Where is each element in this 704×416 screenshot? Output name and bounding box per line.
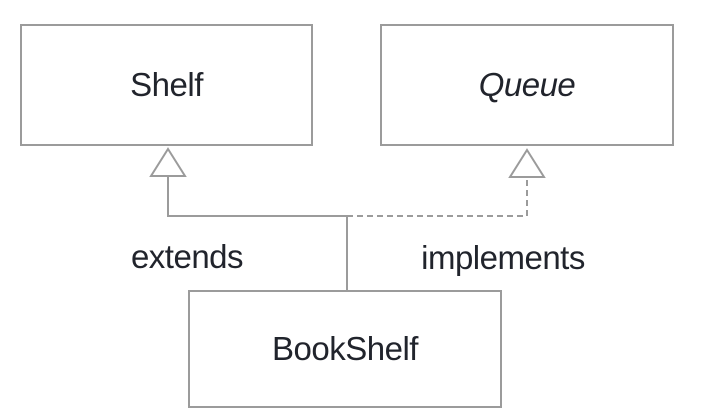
class-name-shelf: Shelf <box>130 66 203 103</box>
edge-label-extends: extends <box>130 238 244 275</box>
interface-box-queue: Queue <box>380 24 674 146</box>
interface-name-queue: Queue <box>478 66 576 103</box>
class-name-bookshelf: BookShelf <box>272 330 418 367</box>
hollow-triangle-arrowhead-queue <box>508 148 546 178</box>
hollow-triangle-arrowhead-shelf <box>149 147 187 177</box>
edge-label-implements: implements <box>421 239 585 276</box>
class-box-shelf: Shelf <box>20 24 313 146</box>
implements-connector-line <box>347 176 528 217</box>
class-box-bookshelf: BookShelf <box>188 290 502 408</box>
